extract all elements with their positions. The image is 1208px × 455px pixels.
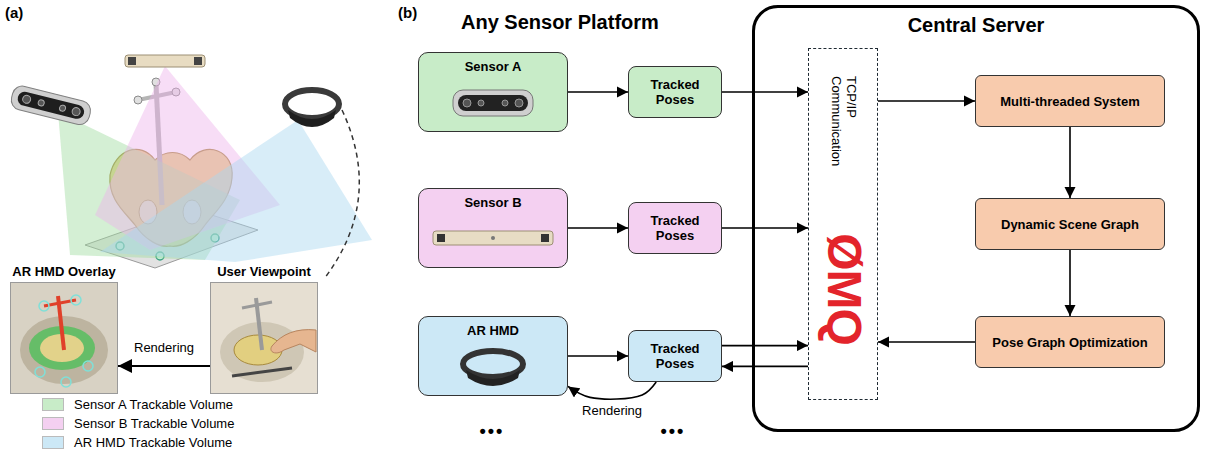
- ellipsis-mark: •••: [661, 421, 686, 441]
- illustration-part: [220, 322, 304, 382]
- illustration-part: [61, 377, 71, 387]
- illustration-part: [478, 100, 484, 106]
- overlay-photo: [11, 283, 117, 393]
- pose-box: Tracked Poses: [628, 330, 722, 382]
- connector-arrow: [568, 91, 628, 93]
- connector-arrow: [568, 382, 656, 399]
- legend-text: AR HMD Trackable Volume: [74, 435, 232, 450]
- illustration-part: [128, 57, 136, 65]
- process-box: Pose Graph Optimization: [975, 316, 1165, 368]
- illustration-part: [83, 361, 93, 371]
- connector-arrow: [568, 227, 628, 229]
- illustration-part: [541, 234, 549, 242]
- illustration-part: [9, 84, 92, 127]
- illustration-part: [16, 90, 85, 120]
- illustration-part: [71, 107, 81, 117]
- protocol-label: TCP/IP Communication: [829, 76, 859, 186]
- box-label: Tracked Poses: [633, 213, 717, 243]
- library-logo: ØMQ: [819, 230, 869, 348]
- illustration-part: [515, 99, 523, 107]
- illustration-part: [11, 283, 117, 393]
- illustration-part: [38, 99, 45, 106]
- connector-arrow: [1069, 250, 1071, 316]
- pose-box: Tracked Poses: [628, 66, 722, 118]
- illustration-part: [288, 110, 336, 127]
- edge-label: Rendering: [132, 340, 196, 355]
- sensor-name: Sensor B: [464, 195, 521, 210]
- illustration-part: [35, 367, 45, 377]
- connector-group: [118, 92, 1070, 399]
- process-box: Dynamic Scene Graph: [975, 198, 1165, 250]
- illustration-part: [502, 100, 508, 106]
- illustration-part: [9, 84, 92, 127]
- illustration-part: [71, 295, 81, 305]
- illustration-part: [458, 95, 528, 111]
- illustration-part: [463, 99, 471, 107]
- legend-text: Sensor B Trackable Volume: [74, 416, 234, 431]
- box-label: Multi-threaded System: [1000, 94, 1139, 109]
- sensor-name: Sensor A: [465, 59, 522, 74]
- illustration-part: [433, 231, 553, 245]
- illustration-part: [271, 330, 316, 353]
- connector-arrow: [568, 355, 628, 357]
- panel-heading: AR HMD Overlay: [12, 264, 115, 279]
- illustration-part: [437, 234, 445, 242]
- box-label: Tracked Poses: [633, 77, 717, 107]
- illustration-part: [211, 283, 317, 393]
- edge-label: Rendering: [580, 403, 644, 418]
- connector-arrow: [722, 227, 808, 229]
- legend-text: Sensor A Trackable Volume: [74, 397, 233, 412]
- ellipsis-mark: •••: [480, 421, 505, 441]
- server-container: Central ServerTCP/IP CommunicationØMQ Mul…: [752, 5, 1200, 432]
- panel-heading: User Viewpoint: [217, 264, 311, 279]
- sensor-name: AR HMD: [467, 323, 519, 338]
- illustration-part: [232, 368, 292, 376]
- connector-arrow: [722, 91, 808, 93]
- depth-camera-icon: [453, 90, 533, 116]
- legend-swatch: [42, 417, 64, 430]
- connector-arrow: [878, 100, 975, 102]
- container-title: Central Server: [755, 13, 1197, 37]
- illustration-part: [242, 302, 272, 308]
- communication-box: TCP/IP CommunicationØMQ: [808, 48, 878, 400]
- illustration-part: [466, 370, 520, 386]
- illustration-part: [491, 236, 495, 240]
- surgical-scene: [9, 55, 372, 279]
- connector-arrow: [722, 366, 808, 368]
- box-label: Dynamic Scene Graph: [1001, 217, 1139, 232]
- pose-box: Tracked Poses: [628, 202, 722, 254]
- tracking-bar-icon: [433, 231, 553, 245]
- panel-label: (b): [398, 4, 417, 22]
- panel-label: (a): [5, 4, 23, 22]
- illustration-part: [194, 57, 202, 65]
- sensor-box: Sensor B: [418, 188, 568, 268]
- legend-swatch: [42, 398, 64, 411]
- viewpoint-photo: [211, 283, 317, 393]
- illustration-part: [22, 94, 32, 104]
- illustration-part: [125, 55, 205, 67]
- illustration-part: [453, 90, 533, 116]
- illustration-part: [324, 110, 359, 279]
- connector-arrow: [118, 365, 210, 367]
- legend-swatch: [42, 436, 64, 449]
- illustration-part: [463, 351, 523, 377]
- box-label: Tracked Poses: [633, 341, 717, 371]
- illustration-part: [100, 120, 372, 262]
- illustration-part: [134, 96, 142, 104]
- connector-arrow: [1069, 127, 1071, 198]
- connector-arrow: [878, 341, 975, 343]
- connector-arrow: [722, 345, 808, 347]
- headset-icon: [463, 351, 523, 386]
- column-heading: Any Sensor Platform: [461, 10, 659, 34]
- box-label: Pose Graph Optimization: [992, 335, 1147, 350]
- illustration-part: [39, 301, 49, 311]
- process-box: Multi-threaded System: [975, 75, 1165, 127]
- illustration-part: [59, 105, 66, 112]
